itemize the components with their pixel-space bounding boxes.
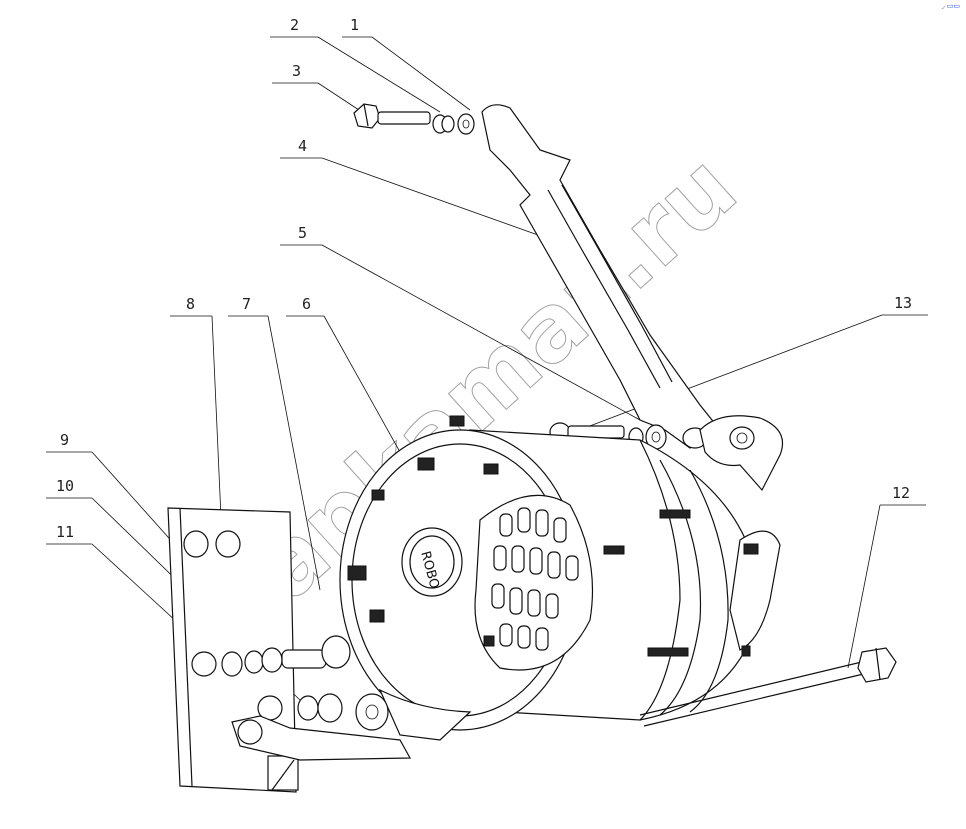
callout-label-4: 4 (298, 137, 307, 155)
washers-top (432, 113, 475, 135)
corner-mark: ◞ ▭▭ (941, 2, 960, 10)
callout-6: 6 (286, 295, 411, 471)
alternator-body: ROBO (339, 415, 761, 741)
callout-label-11: 11 (56, 523, 74, 541)
callout-label-6: 6 (302, 295, 311, 313)
callout-label-12: 12 (892, 484, 910, 502)
callout-2: 2 (270, 16, 441, 113)
washer-stack (221, 635, 412, 761)
bolt-top (353, 103, 431, 129)
long-bolt (639, 647, 897, 727)
callout-label-7: 7 (242, 295, 251, 313)
callout-12: 12 (847, 484, 926, 669)
cover-vents (491, 507, 579, 651)
callout-label-10: 10 (56, 477, 74, 495)
callout-8: 8 (170, 295, 223, 541)
rear-bracket (729, 530, 781, 657)
callout-1: 1 (342, 16, 471, 111)
callout-label-8: 8 (186, 295, 195, 313)
tension-bracket (481, 104, 721, 449)
callout-5: 5 (280, 224, 641, 421)
callout-label-3: 3 (292, 62, 301, 80)
callout-label-2: 2 (290, 16, 299, 34)
callout-7: 7 (228, 295, 321, 591)
callout-label-13: 13 (894, 294, 912, 312)
callout-label-5: 5 (298, 224, 307, 242)
pivot-arm (699, 415, 784, 492)
callout-label-9: 9 (60, 431, 69, 449)
mounting-plate (167, 507, 299, 793)
callout-label-1: 1 (350, 16, 359, 34)
callout-13: 13 (573, 294, 928, 433)
callout-3: 3 (272, 62, 363, 113)
